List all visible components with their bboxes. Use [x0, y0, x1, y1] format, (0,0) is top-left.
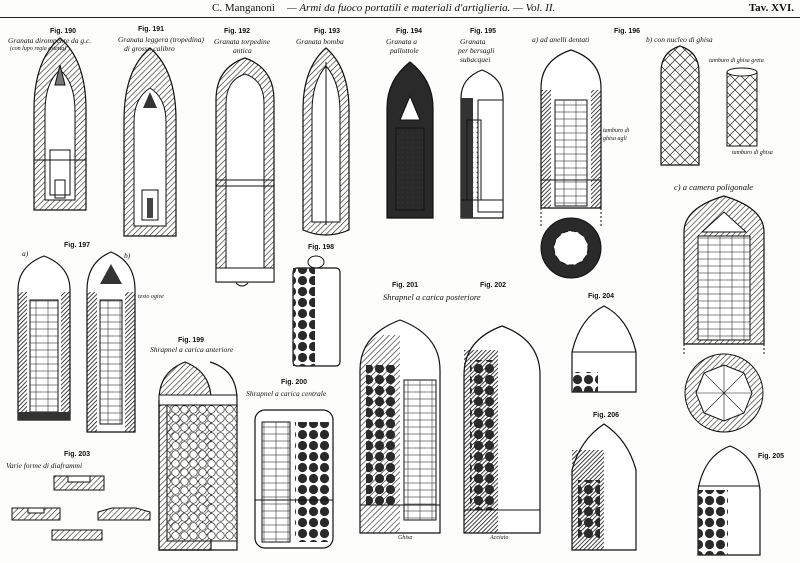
caption-203: Varie forme di diaframmi	[6, 461, 83, 470]
fig-number-200: Fig. 200	[281, 379, 308, 386]
caption-199: Shrapnel a carica anteriore	[150, 345, 234, 354]
header-title: — Armi da fuoco portatili e materiali d'…	[287, 2, 556, 14]
caption-190-line2: (con lupo regia ostetta)	[10, 46, 67, 52]
caption-194-line1: Granata a	[386, 37, 418, 46]
fig-number-195: Fig. 195	[470, 28, 497, 35]
caption-201-202: Shrapnel a carica posteriore	[383, 292, 481, 302]
note-196b-top: tamburo di ghisa greta	[709, 58, 764, 64]
fig205-drawing	[697, 445, 761, 556]
fig-number-194: Fig. 194	[396, 28, 423, 35]
note-201: Ghisa	[398, 535, 413, 541]
fig-number-204: Fig. 204	[588, 293, 615, 300]
fig197b-drawing	[86, 251, 136, 433]
note-196a-line1: tamburo di	[603, 128, 630, 134]
caption-194-line2: pallottole	[390, 46, 419, 55]
note-202: Acciaio	[490, 535, 509, 541]
fig-number-197: Fig. 197	[64, 242, 91, 249]
fig-number-198: Fig. 198	[308, 244, 335, 251]
note-196b-bottom: tamburo di ghisa	[732, 150, 773, 156]
header-author: C. Manganoni	[212, 2, 275, 14]
fig202-drawing	[463, 325, 541, 534]
fig193-drawing	[302, 47, 350, 236]
fig194-drawing	[386, 61, 434, 219]
caption-195-line3: subacquei	[460, 55, 491, 64]
fig198-drawing	[292, 255, 341, 367]
fig-number-203: Fig. 203	[64, 451, 91, 458]
caption-195-line1: Granata	[460, 37, 486, 46]
fig-number-191: Fig. 191	[138, 26, 165, 33]
fig190-drawing	[33, 37, 87, 211]
fig197a-drawing	[17, 255, 71, 421]
fig-number-202: Fig. 202	[480, 282, 507, 289]
caption-193: Granata bomba	[296, 37, 344, 46]
note-196a-line2: ghisa agli	[603, 136, 627, 142]
fig195-drawing	[460, 69, 504, 219]
caption-196a: a) ad anelli dentati	[532, 35, 590, 44]
fig-number-206: Fig. 206	[593, 412, 620, 419]
fig-number-193: Fig. 193	[314, 28, 341, 35]
fig-number-199: Fig. 199	[178, 337, 205, 344]
caption-195-line2: per bersagli	[458, 46, 495, 55]
fig192-drawing	[215, 57, 275, 287]
caption-196b: b) con nucleo di ghisa	[646, 35, 713, 44]
header-rule	[0, 17, 800, 18]
fig-number-201: Fig. 201	[392, 282, 419, 289]
fig199-drawing	[158, 361, 238, 551]
caption-200: Shrapnel a carica centrale	[246, 389, 327, 398]
fig203-drawing	[11, 475, 151, 541]
caption-197b: b)	[124, 251, 131, 260]
fig200-drawing	[254, 409, 334, 549]
fig-number-205: Fig. 205	[758, 453, 785, 460]
caption-192-line2: antica	[233, 46, 252, 55]
caption-196c: c) a camera poligonale	[674, 182, 754, 192]
caption-190-line1: Granata dirompente da g.c.	[8, 36, 92, 45]
fig196b-drawing	[660, 45, 758, 166]
header-plate-number: Tav. XVI.	[748, 2, 794, 14]
caption-192-line1: Granata torpedine	[214, 37, 271, 46]
fig191-drawing	[123, 47, 177, 237]
caption-191-line2: di grosso calibro	[124, 44, 175, 53]
fig201-drawing	[359, 319, 441, 534]
fig-number-196: Fig. 196	[614, 28, 641, 35]
fig-number-190: Fig. 190	[50, 28, 77, 35]
fig206-drawing	[571, 423, 637, 551]
caption-197a: a)	[22, 249, 29, 258]
fig204-drawing	[571, 305, 637, 393]
note-197: testo ogive	[138, 294, 164, 300]
fig196a-drawing	[540, 49, 602, 279]
caption-191-line1: Granata leggera (tropedina)	[118, 35, 204, 44]
fig-number-192: Fig. 192	[224, 28, 251, 35]
fig196c-drawing	[683, 195, 765, 433]
